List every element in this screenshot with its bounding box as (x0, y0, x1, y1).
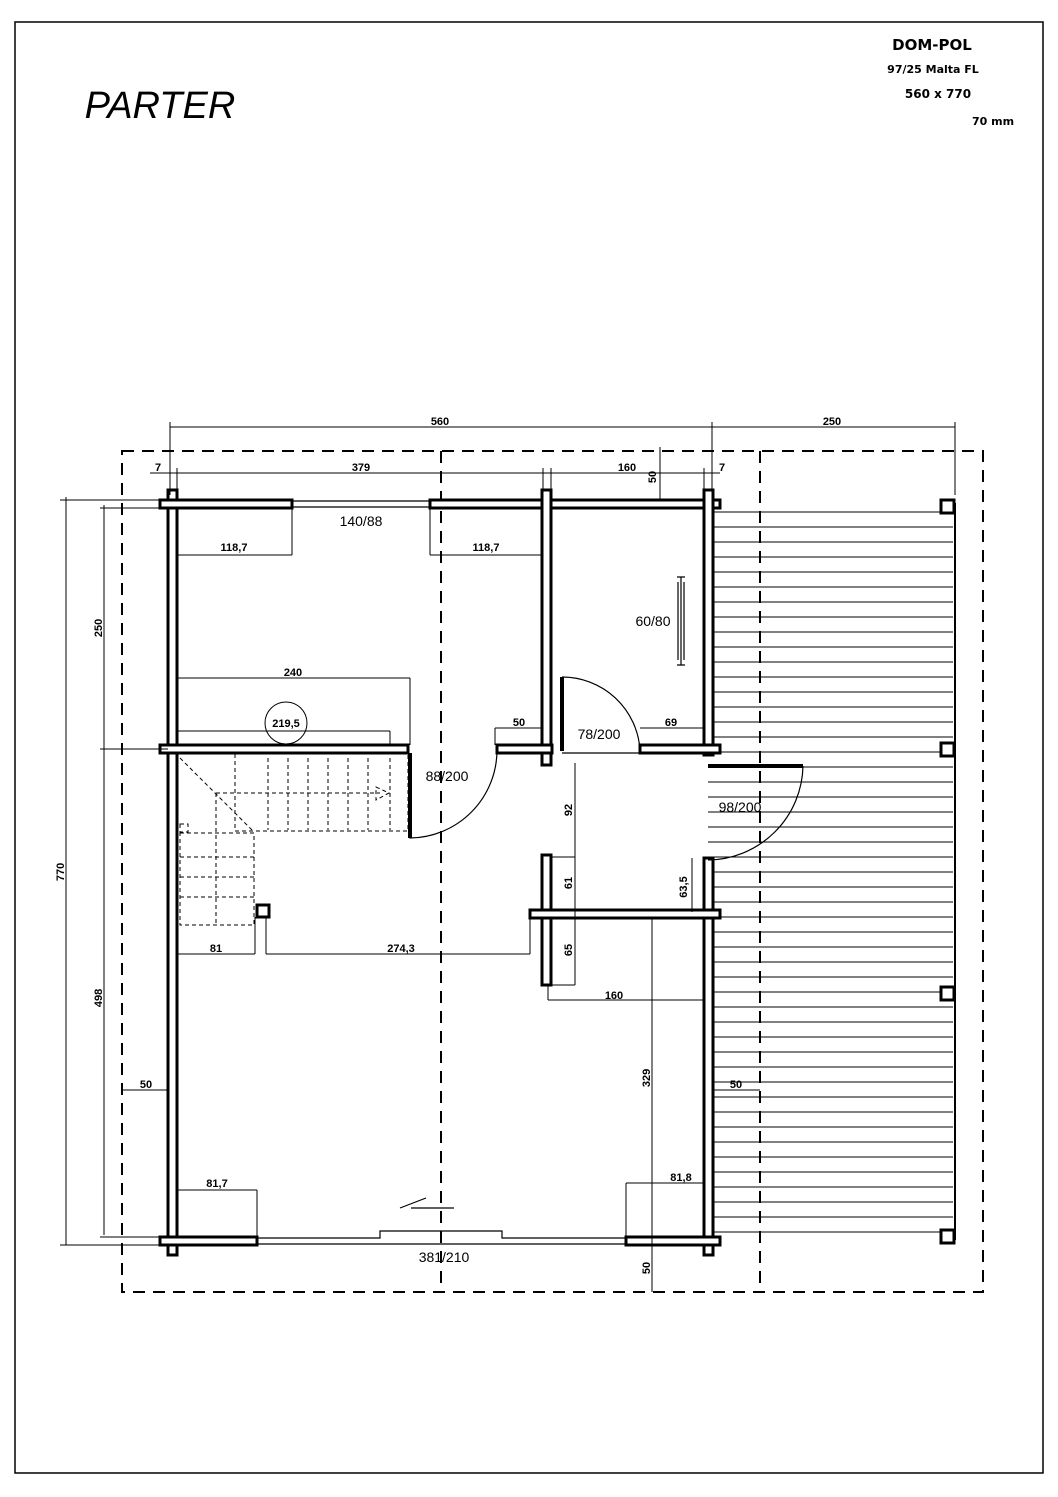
model-name: 97/25 Malta FL (887, 63, 979, 76)
dim-92: 92 (563, 804, 575, 816)
terrace-post (939, 741, 956, 758)
dim-left-overhang: 7 (155, 462, 161, 474)
dim-50-left: 50 (140, 1079, 152, 1091)
dim-81-8: 81,8 (670, 1172, 691, 1184)
dim-total-width: 560 (431, 416, 449, 428)
dim-terrace-width: 250 (823, 416, 841, 428)
dim-window-right: 118,7 (473, 542, 500, 554)
plan-title: PARTER (85, 85, 236, 127)
dim-61: 61 (563, 877, 575, 889)
dim-right-overhang: 7 (719, 462, 725, 474)
door-98-swing (707, 765, 804, 861)
terrace-post (939, 1228, 956, 1245)
dim-height-250: 250 (93, 619, 105, 637)
dim-50-right: 50 (730, 1079, 742, 1091)
roof-outline (121, 450, 984, 1293)
door-bath-label: 78/200 (578, 726, 621, 742)
dim-81-7: 81,7 (206, 1178, 227, 1190)
window-60-symbol (677, 576, 685, 666)
staircase (179, 752, 409, 926)
door-room-label: 88/200 (426, 768, 469, 784)
dim-81: 81 (210, 943, 222, 955)
dim-50-bottom: 50 (641, 1262, 653, 1274)
window-small-label: 60/80 (635, 613, 670, 629)
door-78-leaf (560, 677, 564, 751)
dim-small-room-width: 160 (618, 462, 636, 474)
dim-160-bottom: 160 (605, 990, 623, 1002)
walls (158, 488, 722, 1257)
house-size: 560 x 770 (905, 87, 971, 101)
dimension-lines (60, 422, 956, 1292)
door-88-swing (409, 749, 498, 839)
dim-329: 329 (641, 1069, 653, 1087)
wall-thickness: 70 mm (972, 115, 1014, 128)
door-88-leaf (408, 753, 412, 838)
terrace-decking (708, 511, 953, 1233)
dim-65: 65 (563, 944, 575, 956)
terrace-post (939, 498, 956, 515)
dim-top-offset: 50 (647, 471, 659, 483)
company-name: DOM-POL (892, 36, 972, 54)
slide-arrow-icon (399, 1197, 454, 1209)
dim-window-left: 118,7 (221, 542, 248, 554)
terrace-post (939, 985, 956, 1002)
dim-height-770: 770 (55, 863, 67, 881)
dim-274-3: 274,3 (387, 943, 415, 955)
sliding-door (257, 1230, 626, 1245)
door-78-swing (561, 676, 641, 754)
window-top-label: 140/88 (340, 513, 383, 529)
dim-room-width: 379 (352, 462, 370, 474)
door-entry-label: 98/200 (719, 799, 762, 815)
dim-height-498: 498 (93, 989, 105, 1007)
door-98-leaf (708, 764, 803, 768)
page-border (14, 21, 1044, 1474)
dim-240: 240 (284, 667, 302, 679)
dim-wall-50: 50 (513, 717, 525, 729)
dim-stair-opening: 219,5 (272, 718, 300, 730)
door-terrace-label: 381/210 (419, 1249, 470, 1265)
dim-63-5: 63,5 (678, 876, 690, 897)
dim-wall-69: 69 (665, 717, 677, 729)
